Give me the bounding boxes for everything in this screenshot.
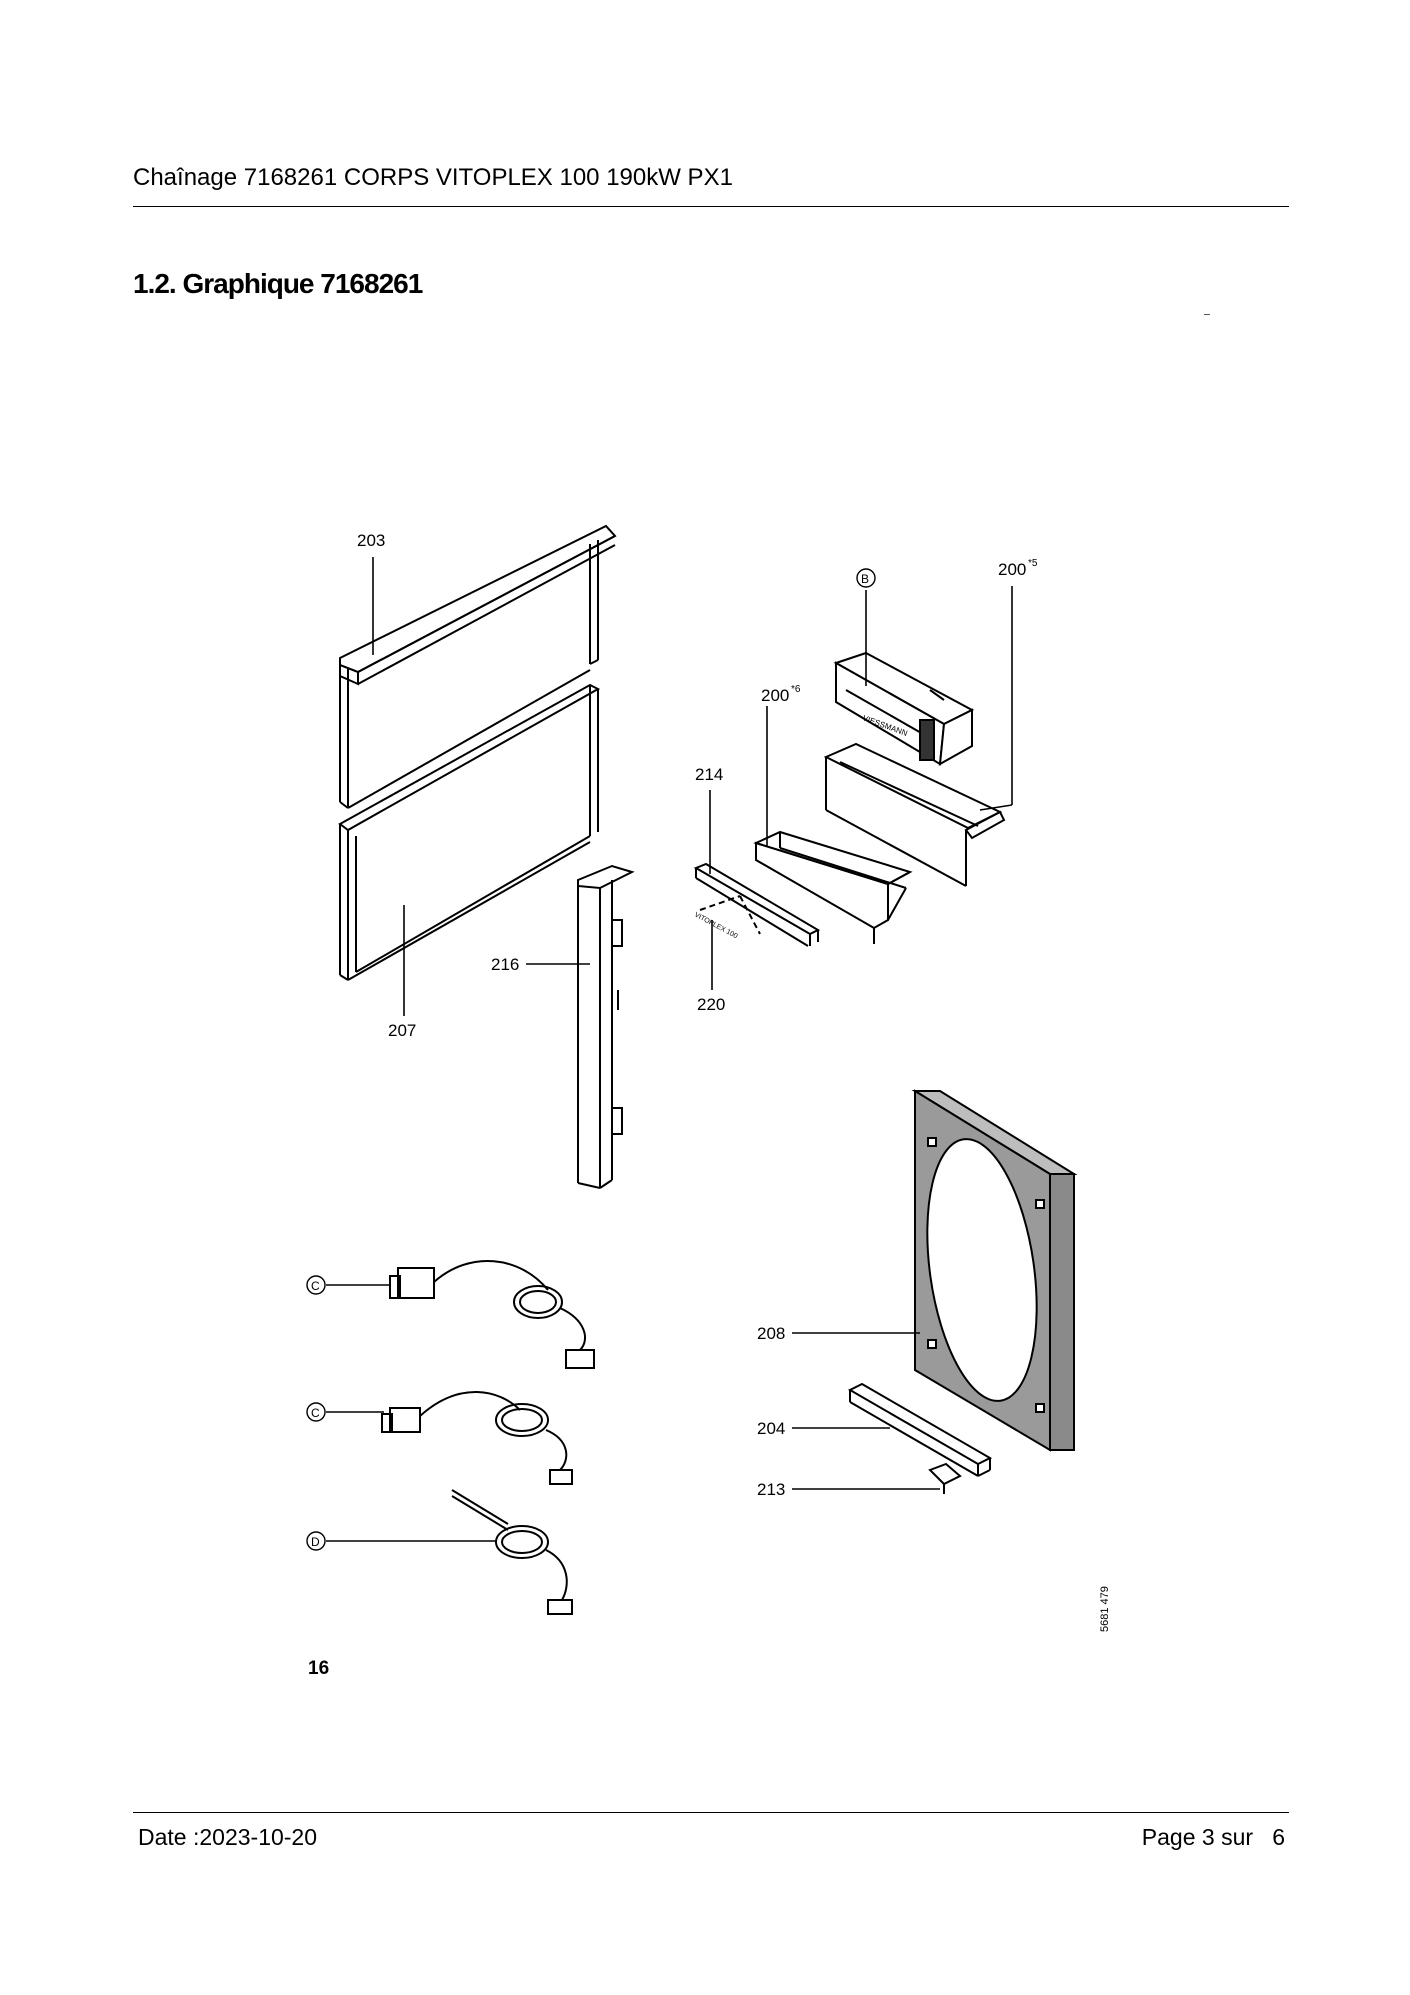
footer-page-count: Page 3 sur 6 [1141,1824,1285,1850]
cable-c2 [381,1391,573,1485]
part-200-channel-upper [823,742,1006,887]
document-header-title: Chaînage 7168261 CORPS VITOPLEX 100 190k… [133,164,733,191]
callout-c1-circle [306,1275,326,1295]
label-208: 208 [757,1324,785,1343]
nameplate-text: VITOPLEX 100 [693,912,739,941]
control-unit: VIESSMANN [833,651,975,766]
callout-c2-circle [306,1402,326,1422]
leader-lines [326,557,1013,1542]
label-214: 214 [695,765,723,784]
label-204: 204 [757,1419,785,1438]
label-220: 220 [697,995,725,1014]
label-207: 207 [388,1021,416,1040]
part-216-vertical-profile [577,864,635,1189]
scan-mark [1204,314,1210,315]
callout-d-circle [306,1531,326,1551]
callout-b: B [861,572,869,586]
header-divider [133,206,1289,207]
drawing-number: 5681 479 [1099,1586,1111,1632]
footer-divider [133,1812,1289,1813]
label-200-upper-note: *5 [1028,558,1038,569]
part-208-door-frame [911,1089,1078,1452]
part-200-channel-lower [753,830,913,944]
part-214-profile [693,862,821,947]
part-220-nameplate [699,895,761,935]
callout-b-circle [856,568,876,588]
diagram-page-number: 16 [308,1658,329,1679]
label-200-lower: 200 [761,686,789,705]
label-200-upper: 200 [998,560,1026,579]
section-title: 1.2. Graphique 7168261 [133,268,423,299]
label-203: 203 [357,531,385,550]
callout-c1: C [311,1279,320,1293]
callout-c2: C [311,1406,320,1420]
part-204-bottom-strip [847,1382,993,1477]
cable-c1 [389,1260,595,1369]
footer-date: Date :2023-10-20 [138,1824,318,1850]
label-216: 216 [491,955,519,974]
label-200-lower-note: *6 [791,684,801,695]
sensor-d [451,1489,573,1615]
callout-d: D [311,1535,320,1549]
part-203-top-panel [339,524,617,809]
label-213: 213 [757,1480,785,1499]
part-207-front-panel [338,683,601,981]
part-213-clip [928,1462,962,1494]
